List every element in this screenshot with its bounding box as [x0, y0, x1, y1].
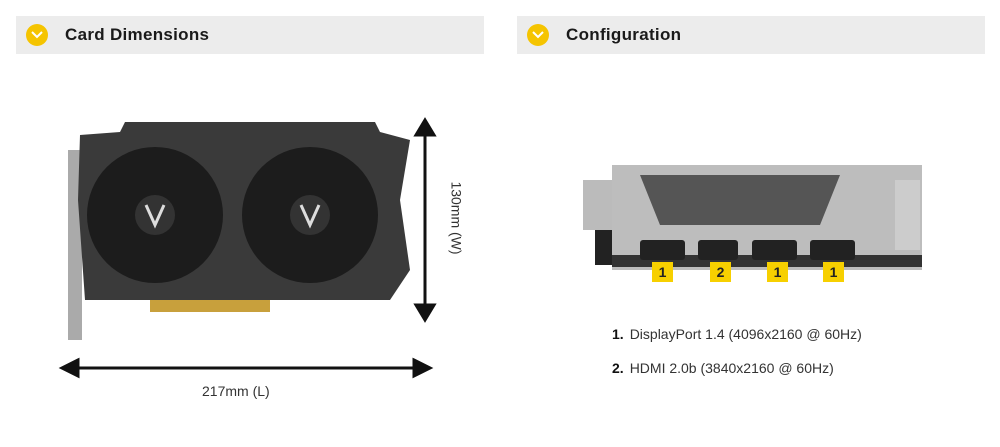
port-number-badge: 1	[652, 262, 673, 282]
dimension-arrows	[58, 117, 437, 379]
spec-item-hdmi: 2. HDMI 2.0b (3840x2160 @ 60Hz)	[612, 360, 834, 376]
spec-text: DisplayPort 1.4 (4096x2160 @ 60Hz)	[629, 326, 862, 342]
section-title: Card Dimensions	[65, 25, 210, 44]
chevron-down-icon	[26, 24, 48, 46]
chevron-down-icon	[527, 24, 549, 46]
graphics-card-io-bracket-image	[583, 165, 922, 270]
spec-item-displayport: 1. DisplayPort 1.4 (4096x2160 @ 60Hz)	[612, 326, 862, 342]
spec-number: 2.	[612, 360, 624, 376]
spec-number: 1.	[612, 326, 624, 342]
length-dimension-label: 217mm (L)	[202, 383, 270, 399]
section-header-card-dimensions[interactable]: Card Dimensions	[16, 16, 484, 54]
section-title: Configuration	[566, 25, 682, 44]
section-header-configuration[interactable]: Configuration	[517, 16, 985, 54]
height-dimension-label: 130mm (W)	[448, 181, 465, 255]
graphics-card-front-image	[68, 122, 410, 340]
spec-text: HDMI 2.0b (3840x2160 @ 60Hz)	[629, 360, 834, 376]
port-number-badge: 1	[823, 262, 844, 282]
port-number-badge: 1	[767, 262, 788, 282]
port-number-badge: 2	[710, 262, 731, 282]
